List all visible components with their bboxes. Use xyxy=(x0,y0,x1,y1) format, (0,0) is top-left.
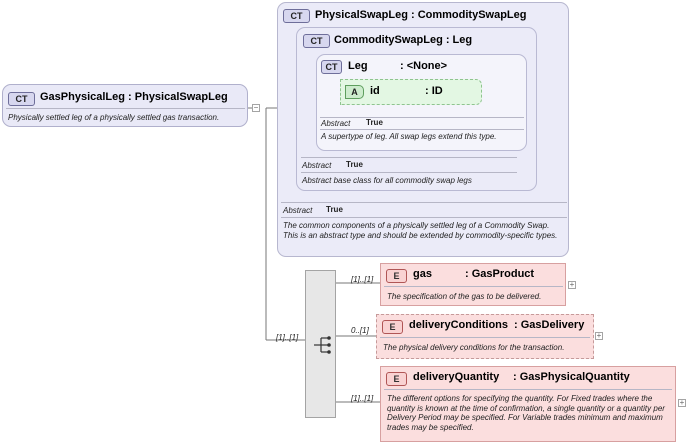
attribute-id[interactable]: A id : ID xyxy=(340,79,482,105)
complex-type-gas-physical-leg[interactable]: CT GasPhysicalLeg : PhysicalSwapLeg Phys… xyxy=(2,84,248,127)
element-icon: E xyxy=(386,269,407,283)
element-cardinality: [1]..[1] xyxy=(351,275,374,284)
element-name: gas xyxy=(413,268,432,280)
complex-type-icon: CT xyxy=(283,9,310,23)
abstract-label: Abstract xyxy=(283,206,313,215)
complex-type-base: : <None> xyxy=(400,60,448,72)
complex-type-description: Physically settled leg of a physically s… xyxy=(8,113,220,122)
abstract-value: True xyxy=(346,160,363,169)
sequence-icon xyxy=(314,336,331,354)
element-type: : GasPhysicalQuantity xyxy=(513,371,630,383)
attribute-name: id xyxy=(370,85,380,97)
attribute-icon: A xyxy=(345,85,364,99)
element-description: The different options for specifying the… xyxy=(387,394,665,432)
complex-type-title: PhysicalSwapLeg : CommoditySwapLeg xyxy=(315,9,527,21)
abstract-label: Abstract xyxy=(321,119,351,128)
element-delivery-conditions[interactable]: E deliveryConditions : GasDelivery The p… xyxy=(376,314,594,359)
collapse-button[interactable]: − xyxy=(252,103,260,112)
abstract-label: Abstract xyxy=(302,161,332,170)
element-cardinality: [1]..[1] xyxy=(351,394,374,403)
complex-type-description: A supertype of leg. All swap legs extend… xyxy=(321,132,497,141)
complex-type-description: The common components of a physically se… xyxy=(283,221,558,240)
sequence-compositor[interactable] xyxy=(305,270,336,418)
element-type: : GasDelivery xyxy=(514,319,585,331)
complex-type-title: CommoditySwapLeg : Leg xyxy=(334,34,473,46)
attribute-type: : ID xyxy=(425,85,443,97)
complex-type-icon: CT xyxy=(321,60,342,74)
complex-type-leg[interactable]: CT Leg : <None> A id : ID Abstract True … xyxy=(316,54,527,151)
complex-type-title: GasPhysicalLeg : PhysicalSwapLeg xyxy=(40,91,228,103)
element-description: The specification of the gas to be deliv… xyxy=(387,292,542,301)
expand-button[interactable]: + xyxy=(568,280,576,289)
element-delivery-quantity[interactable]: E deliveryQuantity : GasPhysicalQuantity… xyxy=(380,366,676,442)
element-cardinality: 0..[1] xyxy=(351,326,369,335)
element-name: deliveryConditions xyxy=(409,319,509,331)
abstract-value: True xyxy=(366,118,383,127)
element-description: The physical delivery conditions for the… xyxy=(383,343,565,352)
expand-button[interactable]: + xyxy=(595,331,603,340)
element-name: deliveryQuantity xyxy=(413,371,500,383)
expand-button[interactable]: + xyxy=(678,398,686,407)
complex-type-icon: CT xyxy=(303,34,330,48)
element-gas[interactable]: E gas : GasProduct The specification of … xyxy=(380,263,566,306)
complex-type-description: Abstract base class for all commodity sw… xyxy=(302,176,472,185)
complex-type-icon: CT xyxy=(8,92,35,106)
abstract-value: True xyxy=(326,205,343,214)
element-icon: E xyxy=(382,320,403,334)
sequence-cardinality: [1]..[1] xyxy=(276,333,299,342)
complex-type-title: Leg xyxy=(348,60,368,72)
element-icon: E xyxy=(386,372,407,386)
element-type: : GasProduct xyxy=(465,268,535,280)
